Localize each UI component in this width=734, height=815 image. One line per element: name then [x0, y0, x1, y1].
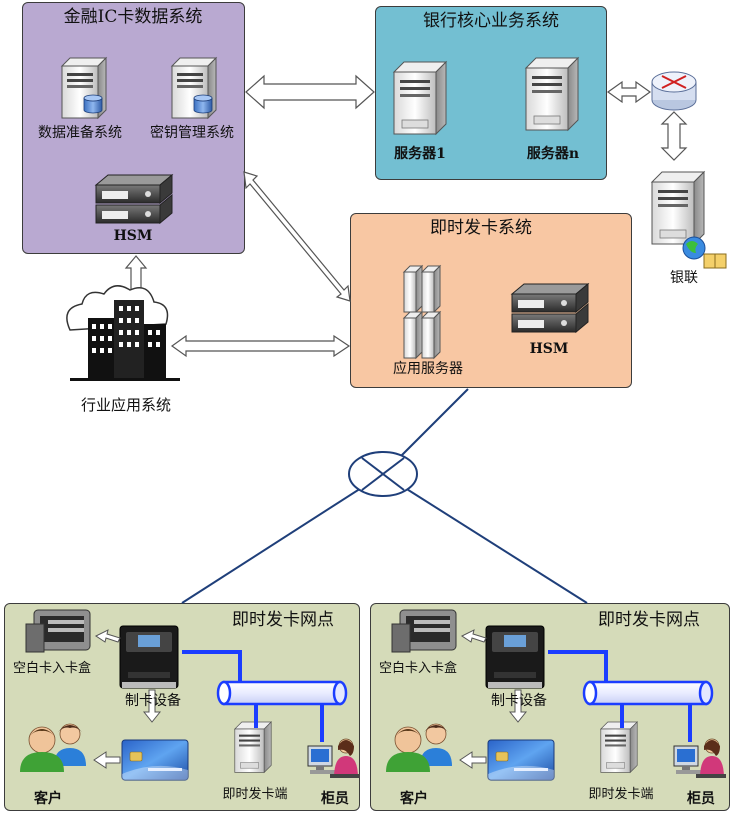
server-n-label: 服务器n — [526, 146, 580, 162]
hsm-device-icon — [95, 174, 173, 224]
branch-1-blank-box-label: 空白卡入卡盒 — [12, 661, 92, 676]
ic-hsm-label: HSM — [113, 228, 153, 244]
server-n-icon — [525, 57, 579, 131]
key-mgmt-label: 密钥管理系统 — [150, 125, 234, 141]
branch-1-card-device-label: 制卡设备 — [125, 693, 181, 709]
instant-hsm-icon — [511, 283, 589, 333]
unionpay-label: 银联 — [670, 270, 698, 286]
industry-label: 行业应用系统 — [80, 396, 172, 414]
unionpay-server-icon — [651, 171, 705, 245]
key-mgmt-server-icon — [171, 57, 217, 119]
branch-2-terminal-label: 即时发卡端 — [588, 787, 654, 802]
ic-system-title: 金融IC卡数据系统 — [63, 7, 203, 27]
link-ic-core-arrow — [245, 74, 375, 110]
branch-2-teller-label: 柜员 — [687, 791, 715, 807]
branch-2-blank-box-label: 空白卡入卡盒 — [378, 661, 458, 676]
branch-2-customer-label: 客户 — [400, 791, 428, 807]
router-icon — [651, 71, 697, 111]
industry-building-icon — [66, 285, 180, 381]
network-hub-icon — [348, 451, 418, 497]
link-ic-instant-arrow — [243, 171, 351, 302]
data-prep-server-icon — [61, 57, 107, 119]
branch-1-title: 即时发卡网点 — [232, 610, 334, 630]
branch-2-graphics — [385, 609, 727, 781]
server-1-label: 服务器1 — [394, 146, 446, 162]
branch-2-title: 即时发卡网点 — [598, 610, 700, 630]
instant-hsm-label: HSM — [529, 341, 569, 357]
app-server-icon — [403, 265, 441, 359]
branch-1-terminal-label: 即时发卡端 — [222, 787, 288, 802]
instant-system-title: 即时发卡系统 — [430, 218, 532, 238]
server-1-icon — [393, 61, 447, 135]
globe-icon — [682, 236, 727, 269]
core-system-title: 银行核心业务系统 — [423, 11, 559, 31]
link-router-unionpay-arrow — [660, 111, 688, 161]
branch-1-customer-label: 客户 — [34, 791, 62, 807]
branch-1-teller-label: 柜员 — [321, 791, 349, 807]
branch-2-card-device-label: 制卡设备 — [491, 693, 547, 709]
link-industry-instant-arrow — [170, 334, 351, 358]
app-server-label: 应用服务器 — [393, 361, 463, 377]
branch-1-graphics — [19, 609, 361, 781]
link-core-router-arrow — [606, 80, 652, 104]
data-prep-label: 数据准备系统 — [38, 125, 122, 141]
